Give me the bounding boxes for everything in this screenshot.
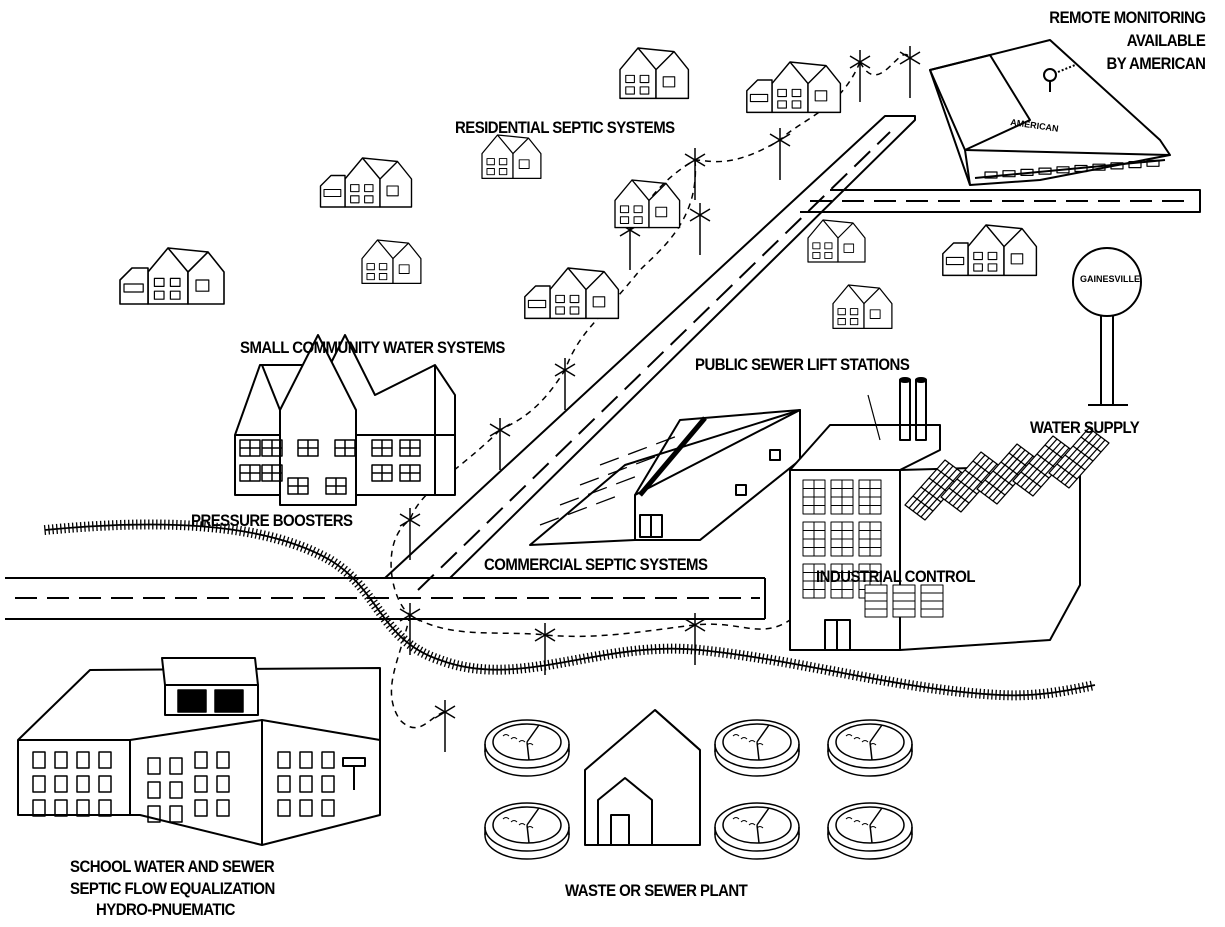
utility-pole — [555, 358, 575, 410]
utility-pole — [690, 203, 710, 255]
residential-houses — [120, 48, 1036, 328]
treatment-tank — [715, 720, 799, 776]
treatment-tank — [485, 803, 569, 859]
house-icon — [120, 248, 224, 304]
school-label-1: SCHOOL WATER AND SEWER — [70, 857, 274, 877]
treatment-tank — [828, 803, 912, 859]
industrial-label: INDUSTRIAL CONTROL — [816, 567, 975, 587]
house-icon — [362, 240, 421, 283]
tower-text: GAINESVILLE — [1080, 274, 1140, 284]
rooftop-unit — [178, 690, 206, 712]
utility-pole — [400, 508, 420, 560]
large-house — [235, 335, 455, 505]
sewer-plant-house — [585, 710, 700, 845]
residential-label: RESIDENTIAL SEPTIC SYSTEMS — [455, 118, 675, 138]
remote-monitoring-label-1: REMOTE MONITORING — [1049, 8, 1205, 28]
house-icon — [747, 62, 841, 112]
waste-plant-label: WASTE OR SEWER PLANT — [565, 881, 747, 901]
school-label-2: SEPTIC FLOW EQUALIZATION — [70, 879, 275, 899]
school-label-3: HYDRO-PNUEMATIC — [96, 900, 235, 920]
house-icon — [525, 268, 619, 318]
small-community-label: SMALL COMMUNITY WATER SYSTEMS — [240, 338, 505, 358]
utility-pole — [685, 613, 705, 665]
treatment-tank — [828, 720, 912, 776]
school-building — [18, 658, 380, 845]
main-road — [5, 578, 765, 619]
public-sewer-label: PUBLIC SEWER LIFT STATIONS — [695, 355, 909, 375]
house-icon — [615, 180, 680, 228]
house-icon — [321, 158, 412, 207]
commercial-label: COMMERCIAL SEPTIC SYSTEMS — [484, 555, 707, 575]
house-icon — [482, 135, 541, 178]
rooftop-unit — [215, 690, 243, 712]
commercial-building — [530, 410, 800, 545]
house-icon — [943, 225, 1037, 275]
water-tower: GAINESVILLE — [1073, 248, 1141, 405]
remote-monitoring-label-2: AVAILABLE — [1126, 31, 1205, 51]
treatment-tank — [485, 720, 569, 776]
water-supply-label: WATER SUPPLY — [1030, 418, 1139, 438]
utility-pole — [400, 603, 420, 655]
utility-pole — [435, 700, 455, 752]
treatment-tank — [715, 803, 799, 859]
pressure-boosters-label: PRESSURE BOOSTERS — [191, 511, 352, 531]
utility-pole — [900, 46, 920, 98]
utility-pole — [770, 128, 790, 180]
house-icon — [833, 285, 892, 328]
house-icon — [808, 220, 865, 262]
remote-monitoring-label-3: BY AMERICAN — [1106, 54, 1205, 74]
house-icon — [620, 48, 688, 98]
